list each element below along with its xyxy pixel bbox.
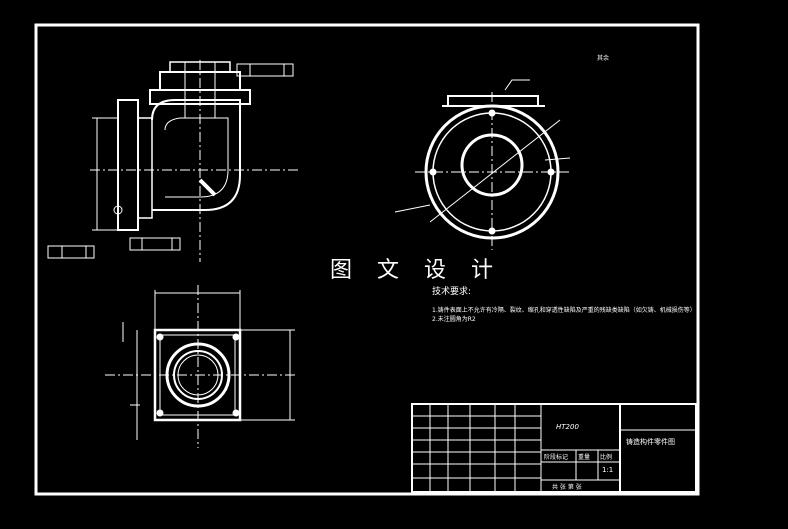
tech-requirement-item: 1.铸件表面上不允许有冷隔、裂纹、缩孔和穿透性缺陷及严重的残缺类缺陷（如欠铸、机… bbox=[432, 307, 696, 314]
drawing-border bbox=[34, 23, 700, 496]
front-view bbox=[47, 60, 300, 262]
title-block bbox=[411, 403, 697, 493]
tech-requirements-title: 技术要求: bbox=[432, 287, 472, 297]
stage-mark-label: 阶段标记 bbox=[544, 454, 569, 461]
side-view bbox=[394, 79, 571, 250]
material-label: HT200 bbox=[556, 423, 579, 431]
tech-requirement-item: 2.未注圆角为R2 bbox=[432, 316, 476, 323]
weight-label: 重量 bbox=[578, 454, 591, 461]
part-name: 铸造构件零件图 bbox=[626, 438, 675, 446]
scale-value: 1:1 bbox=[602, 466, 614, 474]
watermark: 图 文 设 计 bbox=[330, 258, 502, 283]
scale-label: 比例 bbox=[600, 454, 613, 461]
roughness-note: 其余 bbox=[597, 55, 610, 62]
plan-view bbox=[105, 285, 295, 448]
sheet-count: 共 张 第 张 bbox=[552, 484, 582, 491]
